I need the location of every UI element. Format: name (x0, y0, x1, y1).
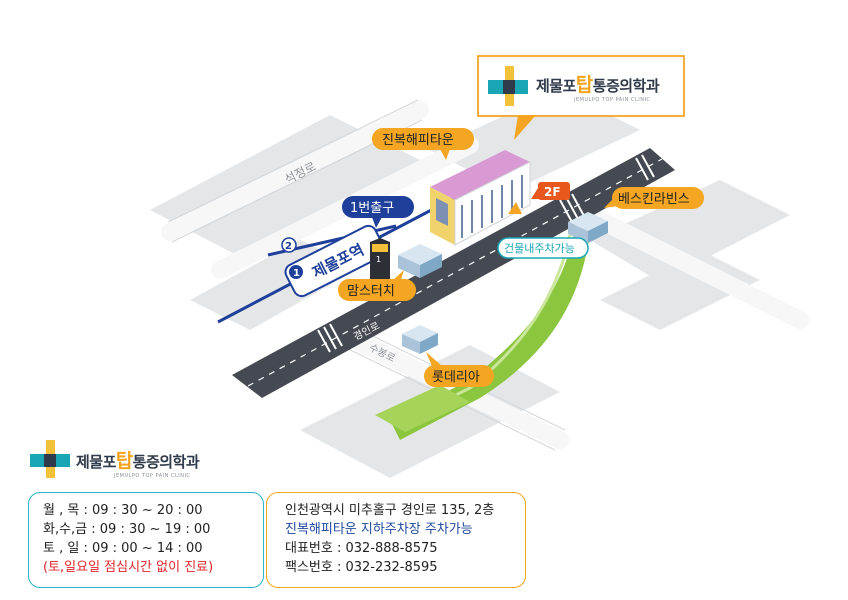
small-building-momstouch (398, 244, 442, 278)
label-jinbok: 진복해피타운 (372, 128, 474, 160)
hours-mon-thu: 월 , 목 : 09 : 30 ~ 20 : 00 (43, 503, 203, 518)
label-station-exit: 1번출구 (342, 196, 414, 228)
parking-arrow (508, 202, 522, 214)
svg-text:롯데리아: 롯데리아 (432, 370, 480, 385)
clinic-logo-mark-top (488, 66, 528, 106)
svg-text:맘스터치: 맘스터치 (347, 284, 395, 299)
svg-text:1번출구: 1번출구 (350, 201, 394, 216)
crosswalks (317, 154, 655, 353)
clinic-logo-bottom: 제물포탑통증의학과 JEMULPO TOP PAIN CLINIC (76, 451, 200, 479)
svg-text:베스킨라빈스: 베스킨라빈스 (618, 192, 690, 207)
label-parking: 건물내주차가능 (497, 237, 589, 259)
label-baskin: 베스킨라빈스 (604, 187, 704, 209)
small-building-baskin (568, 212, 608, 243)
hours-box: 월 , 목 : 09 : 30 ~ 20 : 00 화,수,금 : 09 : 3… (28, 492, 264, 588)
jinbok-building (430, 150, 531, 246)
gyeongin-road (232, 148, 675, 398)
station-exit-pillar: 1 (370, 238, 390, 289)
green-lawn (375, 385, 470, 432)
floor-badge-label: 2F (544, 185, 561, 199)
subway-line-2-number: 2 (285, 241, 292, 252)
address-street: 인천광역시 미추홀구 경인로 135, 2층 (285, 503, 495, 518)
address-parking: 진복해피타운 지하주차장 주차가능 (285, 522, 473, 537)
clinic-logo-top: 제물포탑통증의학과 JEMULPO TOP PAIN CLINIC (536, 75, 660, 103)
svg-text:1: 1 (376, 255, 381, 264)
hours-note: (토,일요일 점심시간 없이 진료) (43, 560, 214, 575)
svg-text:진복해피타운: 진복해피타운 (382, 133, 454, 148)
address-box: 인천광역시 미추홀구 경인로 135, 2층 진복해피타운 지하주차장 주차가능… (266, 492, 526, 588)
address-phone: 대표번호 : 032-888-8575 (285, 541, 438, 556)
address-fax: 팩스번호 : 032-232-8595 (285, 560, 438, 575)
label-momstouch: 맘스터치 (338, 270, 416, 301)
hours-tue-wed-fri: 화,수,금 : 09 : 30 ~ 19 : 00 (43, 522, 211, 537)
floor-badge (538, 182, 570, 200)
subway-line-1-number: 1 (293, 268, 300, 279)
clinic-logo-mark-bottom (30, 440, 70, 478)
hours-weekend: 토 , 일 : 09 : 00 ~ 14 : 00 (43, 541, 203, 556)
svg-text:건물내주차가능: 건물내주차가능 (504, 242, 575, 255)
label-lotteria: 롯데리아 (424, 352, 494, 387)
small-building-lotteria (402, 325, 438, 354)
